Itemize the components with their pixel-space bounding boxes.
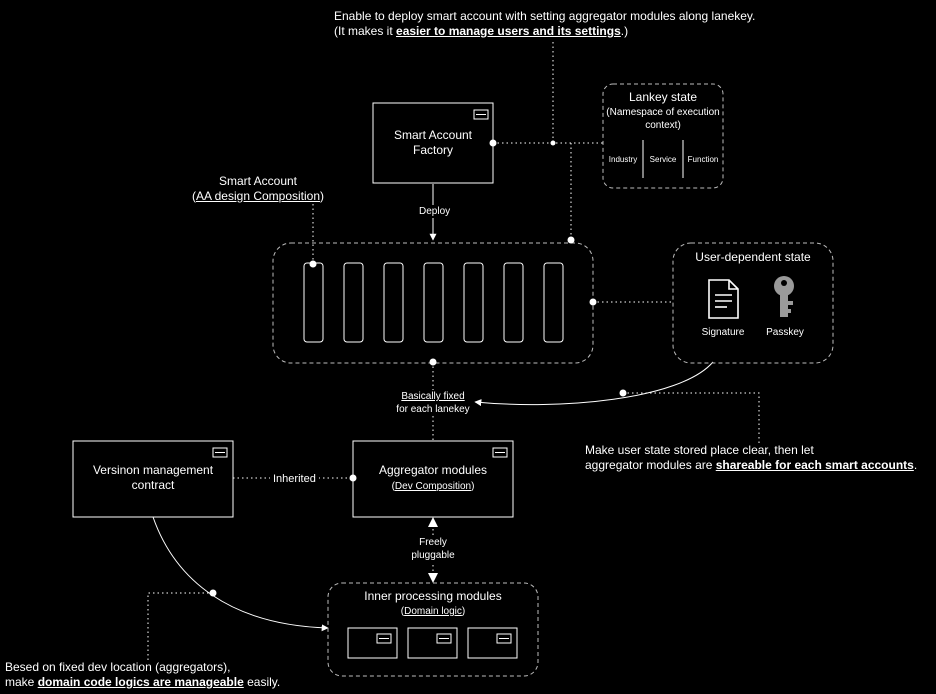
connection-dot	[209, 589, 217, 597]
account-slot	[343, 262, 364, 343]
pluggable-arrow-down	[428, 573, 438, 583]
top-note-line1: Enable to deploy smart account with sett…	[334, 9, 756, 23]
lanekey-subtitle: (Namespace of execution context)	[603, 106, 723, 132]
aggregator-link-pre: (	[391, 481, 395, 492]
aggregator-title: Aggregator modules	[378, 463, 488, 477]
deploy-label: Deploy	[416, 205, 454, 218]
account-slots	[303, 262, 564, 343]
user-note-post: .	[913, 458, 918, 472]
lanekey-col-service: Service	[649, 155, 677, 164]
inner-link-line: (Domain logic)	[328, 605, 538, 618]
pluggable-label: Freely pluggable	[403, 536, 463, 562]
version-contract-line1: Versinon management	[92, 463, 214, 477]
pluggable-arrow-up	[428, 517, 438, 527]
aggregator-link-line: (Dev Composition)	[353, 480, 513, 493]
user-note-emphasis: shareable for each smart accounts	[715, 458, 914, 472]
window-icon	[212, 447, 228, 458]
fixed-note: Basically fixed for each lanekey	[393, 390, 473, 416]
pluggable-line2: pluggable	[411, 550, 455, 561]
inner-link-pre: (	[400, 606, 405, 617]
smart-account-label: Smart Account (AA design Composition)	[178, 174, 338, 204]
user-note-line1: Make user state stored place clear, then…	[585, 443, 814, 457]
version-to-inner-arrow	[152, 516, 329, 632]
version-contract-line2: contract	[131, 478, 175, 492]
account-slot	[503, 262, 524, 343]
fixed-note-line1: Basically fixed	[401, 391, 465, 402]
passkey-label: Passkey	[766, 327, 804, 338]
version-contract-title: Versinon management contract	[73, 463, 233, 493]
bottom-note-emphasis: domain code logics are manageable	[37, 675, 244, 689]
connection-dot	[349, 474, 357, 482]
factory-title-line2: Factory	[412, 143, 453, 157]
bottom-note-pre: make	[5, 675, 38, 689]
connection-dot	[489, 139, 497, 147]
smart-account-link[interactable]: AA design Composition	[195, 189, 321, 203]
signature-label: Signature	[701, 327, 745, 338]
pluggable-line1: Freely	[419, 537, 447, 548]
user-note-pre: aggregator modules are	[585, 458, 716, 472]
smart-account-link-pre: (	[191, 189, 196, 203]
version-contract-box	[72, 440, 234, 518]
connection-dot	[567, 236, 575, 244]
inner-link-post: )	[461, 606, 466, 617]
connection-dot	[619, 389, 627, 397]
aggregator-box	[352, 440, 514, 518]
connection-dot	[309, 260, 317, 268]
lanekey-state-box	[602, 83, 724, 189]
smart-account-link-post: )	[320, 189, 325, 203]
bottom-note-line2: make domain code logics are manageable e…	[5, 675, 280, 690]
window-icon	[492, 447, 508, 458]
account-slot	[303, 262, 324, 343]
lanekey-subtitle-line2: context)	[645, 120, 681, 131]
connection-dot	[589, 298, 597, 306]
inherited-label: Inherited	[270, 472, 319, 487]
top-note-post: .)	[620, 24, 629, 38]
inner-module	[407, 627, 458, 659]
connector-user-note	[623, 392, 760, 444]
top-note-emphasis: easier to manage users and its settings	[396, 24, 621, 38]
inner-module	[347, 627, 398, 659]
account-slot	[423, 262, 444, 343]
user-state-box	[672, 242, 834, 364]
aggregator-link[interactable]: Dev Composition	[394, 481, 472, 492]
fixed-note-line2: for each lanekey	[396, 404, 470, 415]
document-icon	[708, 279, 739, 319]
window-icon	[473, 109, 489, 120]
key-icon	[774, 276, 794, 317]
connection-dot	[429, 358, 437, 366]
smart-account-box	[272, 242, 594, 364]
connection-dot	[550, 140, 556, 146]
inner-module	[467, 627, 518, 659]
factory-title: Smart Account Factory	[373, 128, 493, 158]
aggregator-link-post: )	[471, 481, 475, 492]
account-slot	[463, 262, 484, 343]
lanekey-col-industry: Industry	[608, 155, 638, 164]
user-state-title: User-dependent state	[695, 250, 811, 264]
inner-modules-box	[327, 582, 539, 677]
bottom-note: Besed on fixed dev location (aggregators…	[5, 660, 280, 690]
lanekey-title: Lankey state	[628, 90, 698, 104]
smart-account-title: Smart Account	[218, 174, 298, 188]
factory-title-line1: Smart Account	[393, 128, 473, 142]
bottom-note-line1: Besed on fixed dev location (aggregators…	[5, 660, 231, 674]
connector-bottom-note	[147, 592, 213, 660]
user-note: Make user state stored place clear, then…	[585, 443, 917, 473]
user-state-arrow	[474, 361, 714, 407]
user-note-line2: aggregator modules are shareable for eac…	[585, 458, 917, 473]
account-slot	[543, 262, 564, 343]
inner-link[interactable]: Domain logic	[404, 606, 462, 617]
top-note-line2: (It makes it easier to manage users and …	[334, 24, 755, 39]
top-note-pre: (It makes it	[334, 24, 397, 38]
bottom-note-post: easily.	[243, 675, 281, 689]
lanekey-col-function: Function	[687, 155, 719, 164]
inner-title: Inner processing modules	[364, 589, 502, 603]
top-note: Enable to deploy smart account with sett…	[334, 9, 755, 39]
smart-account-link-line: (AA design Composition)	[178, 189, 338, 204]
lanekey-subtitle-line1: (Namespace of execution	[606, 107, 720, 118]
account-slot	[383, 262, 404, 343]
